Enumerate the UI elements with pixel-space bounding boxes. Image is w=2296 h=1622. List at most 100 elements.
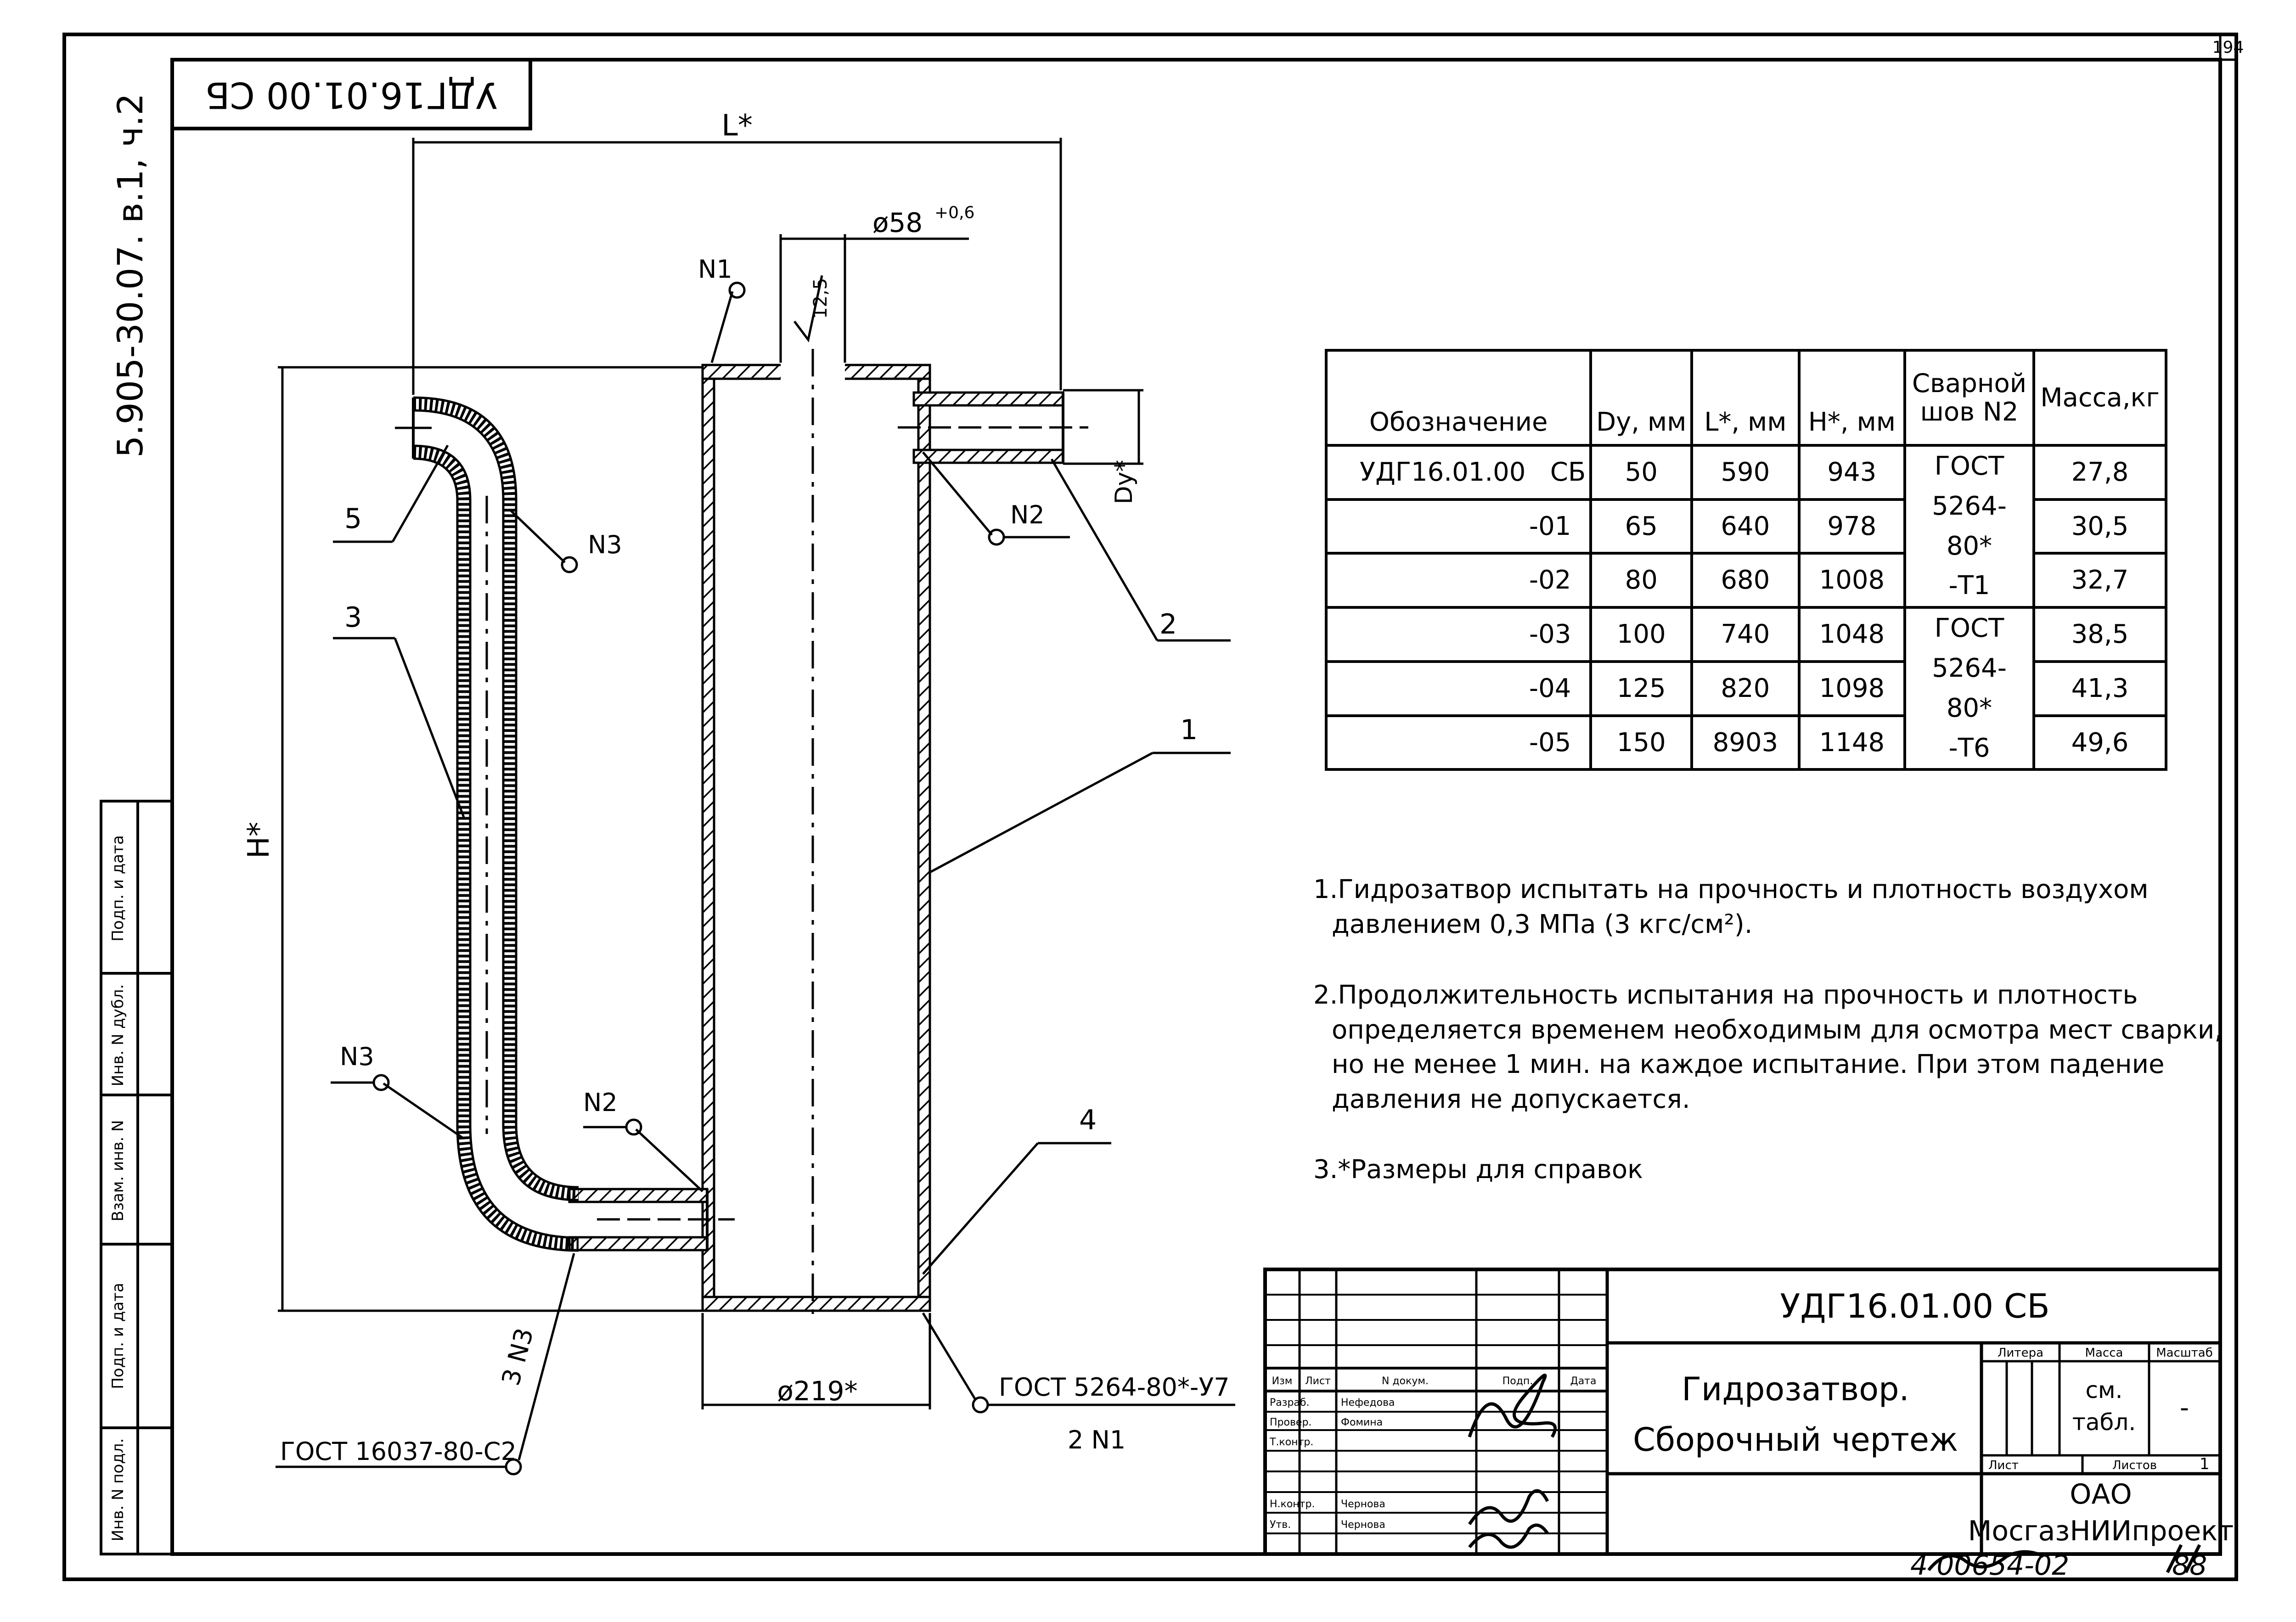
title-block-grid	[1263, 1268, 2222, 1556]
note-1-line2: давлением 0,3 МПа (3 кгс/см²).	[1332, 909, 1753, 939]
tb-role-developer: Разраб.	[1270, 1397, 1309, 1409]
tb-litera-label: Литера	[1998, 1346, 2043, 1360]
weld-g2-line2: 5264-80*	[1932, 653, 2007, 723]
stamp-replace-inv: Взам. инв. N	[109, 1120, 127, 1222]
tb-name-ncontrol: Чернова	[1341, 1499, 1385, 1510]
cell-mass: 41,3	[2032, 660, 2167, 717]
outlet-nozzle	[898, 391, 1088, 464]
outer-border	[62, 33, 2238, 1581]
tb-mass-value-1: см.	[2085, 1377, 2122, 1403]
dim-height: H*	[242, 822, 276, 859]
dim-nominal-dia: Dy*	[1110, 460, 1138, 505]
tb-scale-value: -	[2180, 1393, 2189, 1423]
callout-weld-n3-top: N3	[588, 530, 622, 559]
series-code: 5.905-30.07. в.1, ч.2	[110, 93, 151, 458]
stamp-sign-date-2: Подп. и дата	[109, 1283, 127, 1389]
cell-mass: 27,8	[2032, 444, 2167, 501]
cell-h: 1048	[1797, 606, 1907, 663]
col-mass: Масса,кг	[2032, 349, 2167, 447]
tb-sheets-label: Листов	[2112, 1459, 2157, 1472]
dim-hole-tolerance: +0,6	[934, 203, 974, 222]
cell-designation: -04	[1324, 660, 1593, 717]
cell-h: 943	[1797, 444, 1907, 501]
inner-frame	[170, 58, 2222, 1556]
dim-body-diameter: ø219*	[777, 1375, 857, 1407]
dim-hole-diameter: ø58	[872, 207, 923, 238]
table-row: -02 80 680 1008 32,7	[1324, 552, 2167, 609]
tb-col-sign: Подп.	[1503, 1375, 1533, 1387]
cell-designation: -05	[1324, 714, 1593, 771]
cell-h: 1008	[1797, 552, 1907, 609]
weld-g1-line1: ГОСТ	[1934, 451, 2004, 481]
cell-designation: -02	[1324, 552, 1593, 609]
tb-name-checker: Фомина	[1341, 1417, 1383, 1428]
leader-lines	[276, 281, 1235, 1476]
note-1: 1.Гидрозатвор испытать на прочность и пл…	[1313, 872, 2232, 942]
callout-gost-5264-u7: ГОСТ 5264-80*-У7	[999, 1373, 1230, 1402]
dimension-lines	[278, 138, 1143, 1409]
callout-weld-n1: N1	[698, 255, 732, 284]
tb-col-list: Лист	[1305, 1375, 1331, 1387]
note-2-line1: 2.Продолжительность испытания на прочнос…	[1313, 980, 2138, 1010]
tb-mass-value-2: табл.	[2072, 1409, 2136, 1436]
cell-dy: 80	[1589, 552, 1694, 609]
table-row: -03 100 740 1048 ГОСТ 5264-80* -Т6 38,5	[1324, 606, 2167, 771]
tb-role-ncontrol: Н.контр.	[1270, 1499, 1315, 1510]
weld-g1-line3: -Т1	[1948, 571, 1990, 601]
cell-dy: 65	[1589, 498, 1694, 555]
cell-l: 640	[1690, 498, 1801, 555]
tb-name-line1: Гидрозатвор.	[1682, 1370, 1909, 1408]
cell-l: 8903	[1690, 714, 1801, 771]
tb-col-izm: Изм	[1272, 1375, 1293, 1387]
stamp-dup-inv: Инв. N дубл.	[109, 984, 127, 1087]
cell-dy: 50	[1589, 444, 1694, 501]
callout-part-2: 2	[1159, 608, 1177, 640]
cell-mass: 32,7	[2032, 552, 2167, 609]
callout-weld-n2-top: N2	[1010, 500, 1045, 529]
cell-weld-group-2: ГОСТ 5264-80* -Т6	[1903, 606, 2035, 771]
tb-name-line2: Сборочный чертеж	[1633, 1421, 1958, 1459]
tb-designation: УДГ16.01.00 СБ	[1780, 1287, 2049, 1325]
weld-g1-line2: 5264-80*	[1932, 491, 2007, 561]
table-row: УДГ16.01.00 СБ 50 590 943 ГОСТ 5264-80* …	[1324, 443, 2167, 609]
weld-g2-line1: ГОСТ	[1934, 613, 2004, 644]
cell-l: 590	[1690, 444, 1801, 501]
cell-dy: 150	[1589, 714, 1694, 771]
cell-dy: 100	[1589, 606, 1694, 663]
col-designation: Обозначение	[1324, 349, 1593, 447]
note-2: 2.Продолжительность испытания на прочнос…	[1313, 978, 2232, 1117]
callout-part-3: 3	[344, 601, 362, 634]
callout-gost-16037: ГОСТ 16037-80-С2	[280, 1437, 517, 1466]
tb-role-tcontrol: Т.контр.	[1269, 1437, 1313, 1448]
tb-col-doc: N докум.	[1382, 1375, 1429, 1387]
main-body-cylinder	[701, 349, 931, 1318]
cell-designation: -03	[1324, 606, 1593, 663]
roughness-value: 12,5	[810, 278, 831, 319]
note-2-line3: но не менее 1 мин. на каждое испытание. …	[1332, 1050, 2165, 1080]
callout-weld-2n1: 2 N1	[1068, 1426, 1125, 1454]
tb-role-approved: Утв.	[1270, 1519, 1291, 1531]
col-weld: Сварной шов N2	[1903, 349, 2035, 447]
cell-designation: -01	[1324, 498, 1593, 555]
dim-length: L*	[721, 109, 753, 143]
mirrored-designation: УДГ16.01.00 СБ	[205, 74, 497, 115]
spec-table: Обозначение Dy, мм L*, мм H*, мм Сварной…	[1324, 349, 2167, 771]
tb-org-line2: МосгазНИИпроект	[1968, 1515, 2234, 1547]
tb-sheet-label: Лист	[1988, 1459, 2019, 1472]
table-row: -01 65 640 978 30,5	[1324, 498, 2167, 555]
tb-role-checker: Провер.	[1270, 1417, 1311, 1428]
sheet-corner-number: 194	[2212, 38, 2244, 57]
cell-mass: 49,6	[2032, 714, 2167, 771]
note-2-line2: определяется временем необходимым для ос…	[1332, 1015, 2223, 1045]
col-l: L*, мм	[1690, 349, 1801, 447]
note-2-line4: давления не допускается.	[1332, 1084, 1690, 1114]
cell-weld-group-1: ГОСТ 5264-80* -Т1	[1903, 443, 2035, 609]
note-1-line1: 1.Гидрозатвор испытать на прочность и пл…	[1313, 875, 2149, 904]
mirrored-designation-box	[170, 58, 532, 130]
tb-sheets-value: 1	[2200, 1455, 2210, 1473]
cell-h: 978	[1797, 498, 1907, 555]
cell-mass: 30,5	[2032, 498, 2167, 555]
note-3-line1: 3.*Размеры для справок	[1313, 1155, 1643, 1184]
tb-scale-label: Масштаб	[2156, 1346, 2213, 1360]
